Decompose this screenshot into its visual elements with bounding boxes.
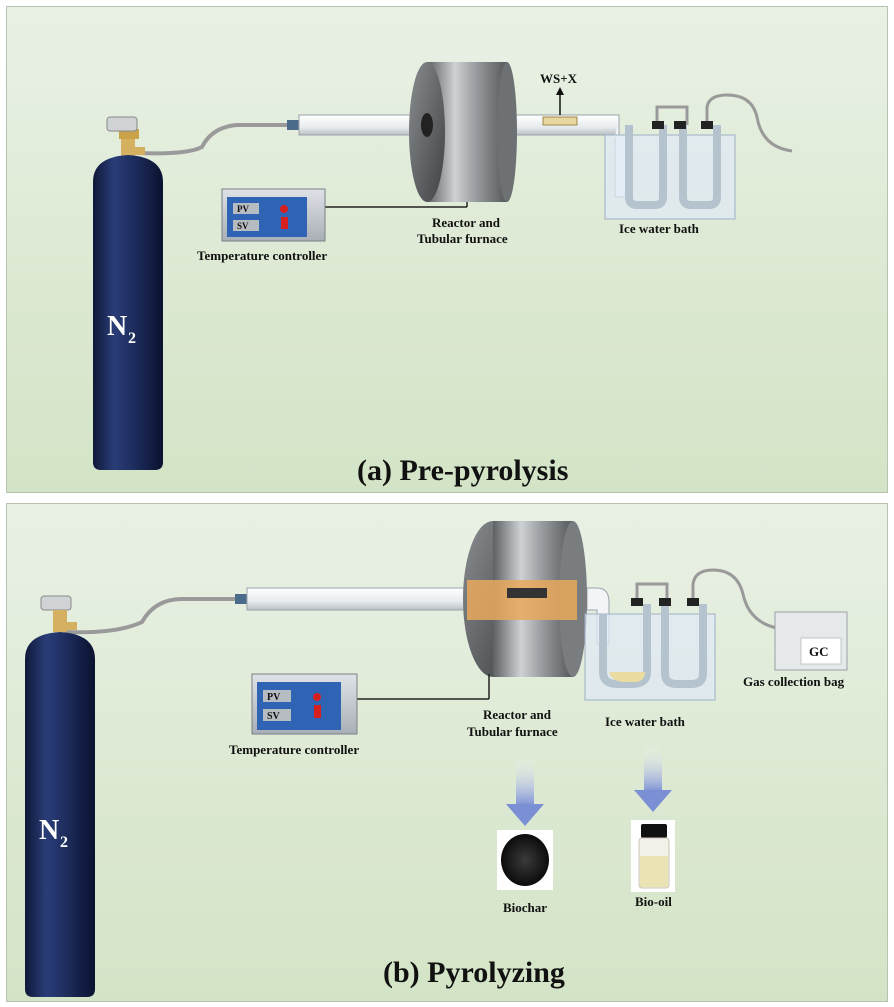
valve-handle-icon: [40, 595, 72, 611]
cylinder-label: N: [107, 311, 127, 342]
controller-pv: PV: [237, 204, 249, 214]
caption-a: (a) Pre-pyrolysis: [357, 454, 568, 487]
biooil-label: Bio-oil: [635, 894, 672, 909]
gc-label: GC: [809, 644, 829, 659]
furnace-label-line2: Tubular furnace: [417, 231, 508, 246]
panel-b-svg: N 2 PV SV Temperature controller Reactor…: [25, 521, 848, 997]
tubular-furnace: [463, 521, 587, 677]
furnace-label-line2: Tubular furnace: [467, 724, 558, 739]
bag-label: Gas collection bag: [743, 674, 845, 689]
temperature-controller: PV SV: [251, 673, 490, 735]
controller-sv: SV: [267, 711, 281, 722]
controller-sv: SV: [237, 221, 249, 231]
caption-b: (b) Pyrolyzing: [383, 956, 565, 989]
gas-collection-bag: GC: [774, 611, 848, 671]
outlet-line: [691, 568, 778, 630]
furnace-label-line1: Reactor and: [432, 215, 501, 230]
sample-boat: [542, 116, 578, 126]
biochar-sample: [497, 830, 553, 890]
controller-pv: PV: [267, 692, 281, 703]
n2-cylinder: N 2: [25, 595, 95, 997]
bath-label: Ice water bath: [619, 221, 700, 236]
sample-label: WS+X: [540, 71, 578, 86]
biochar-label: Biochar: [503, 900, 547, 915]
biooil-vial: [631, 820, 675, 892]
tube-connector: [287, 120, 299, 130]
ice-water-bath: [604, 105, 736, 220]
gas-line: [64, 597, 237, 635]
panel-pre-pyrolysis: N 2 WS+X PV SV: [6, 6, 888, 493]
panel-pyrolyzing: N 2 PV SV Temperature controller Reactor…: [6, 503, 888, 1002]
panel-a-svg: N 2 WS+X PV SV: [93, 62, 793, 487]
gas-line: [134, 123, 287, 156]
tubular-furnace: [409, 62, 517, 202]
cylinder-subscript: 2: [60, 834, 68, 851]
outlet-line: [705, 93, 793, 153]
temperature-controller: PV SV: [221, 188, 468, 242]
biooil-arrow-icon: [634, 744, 672, 812]
cylinder-subscript: 2: [128, 330, 136, 347]
controller-label: Temperature controller: [229, 742, 359, 757]
valve-handle-icon: [106, 116, 138, 132]
tube-connector: [235, 594, 247, 604]
sample-arrowhead: [556, 87, 564, 95]
bath-label: Ice water bath: [605, 714, 686, 729]
ice-water-bath: [584, 582, 716, 701]
n2-cylinder: N 2: [93, 116, 163, 470]
biochar-arrow-icon: [506, 754, 544, 826]
furnace-label-line1: Reactor and: [483, 707, 552, 722]
controller-label: Temperature controller: [197, 248, 327, 263]
cylinder-label: N: [39, 815, 59, 846]
